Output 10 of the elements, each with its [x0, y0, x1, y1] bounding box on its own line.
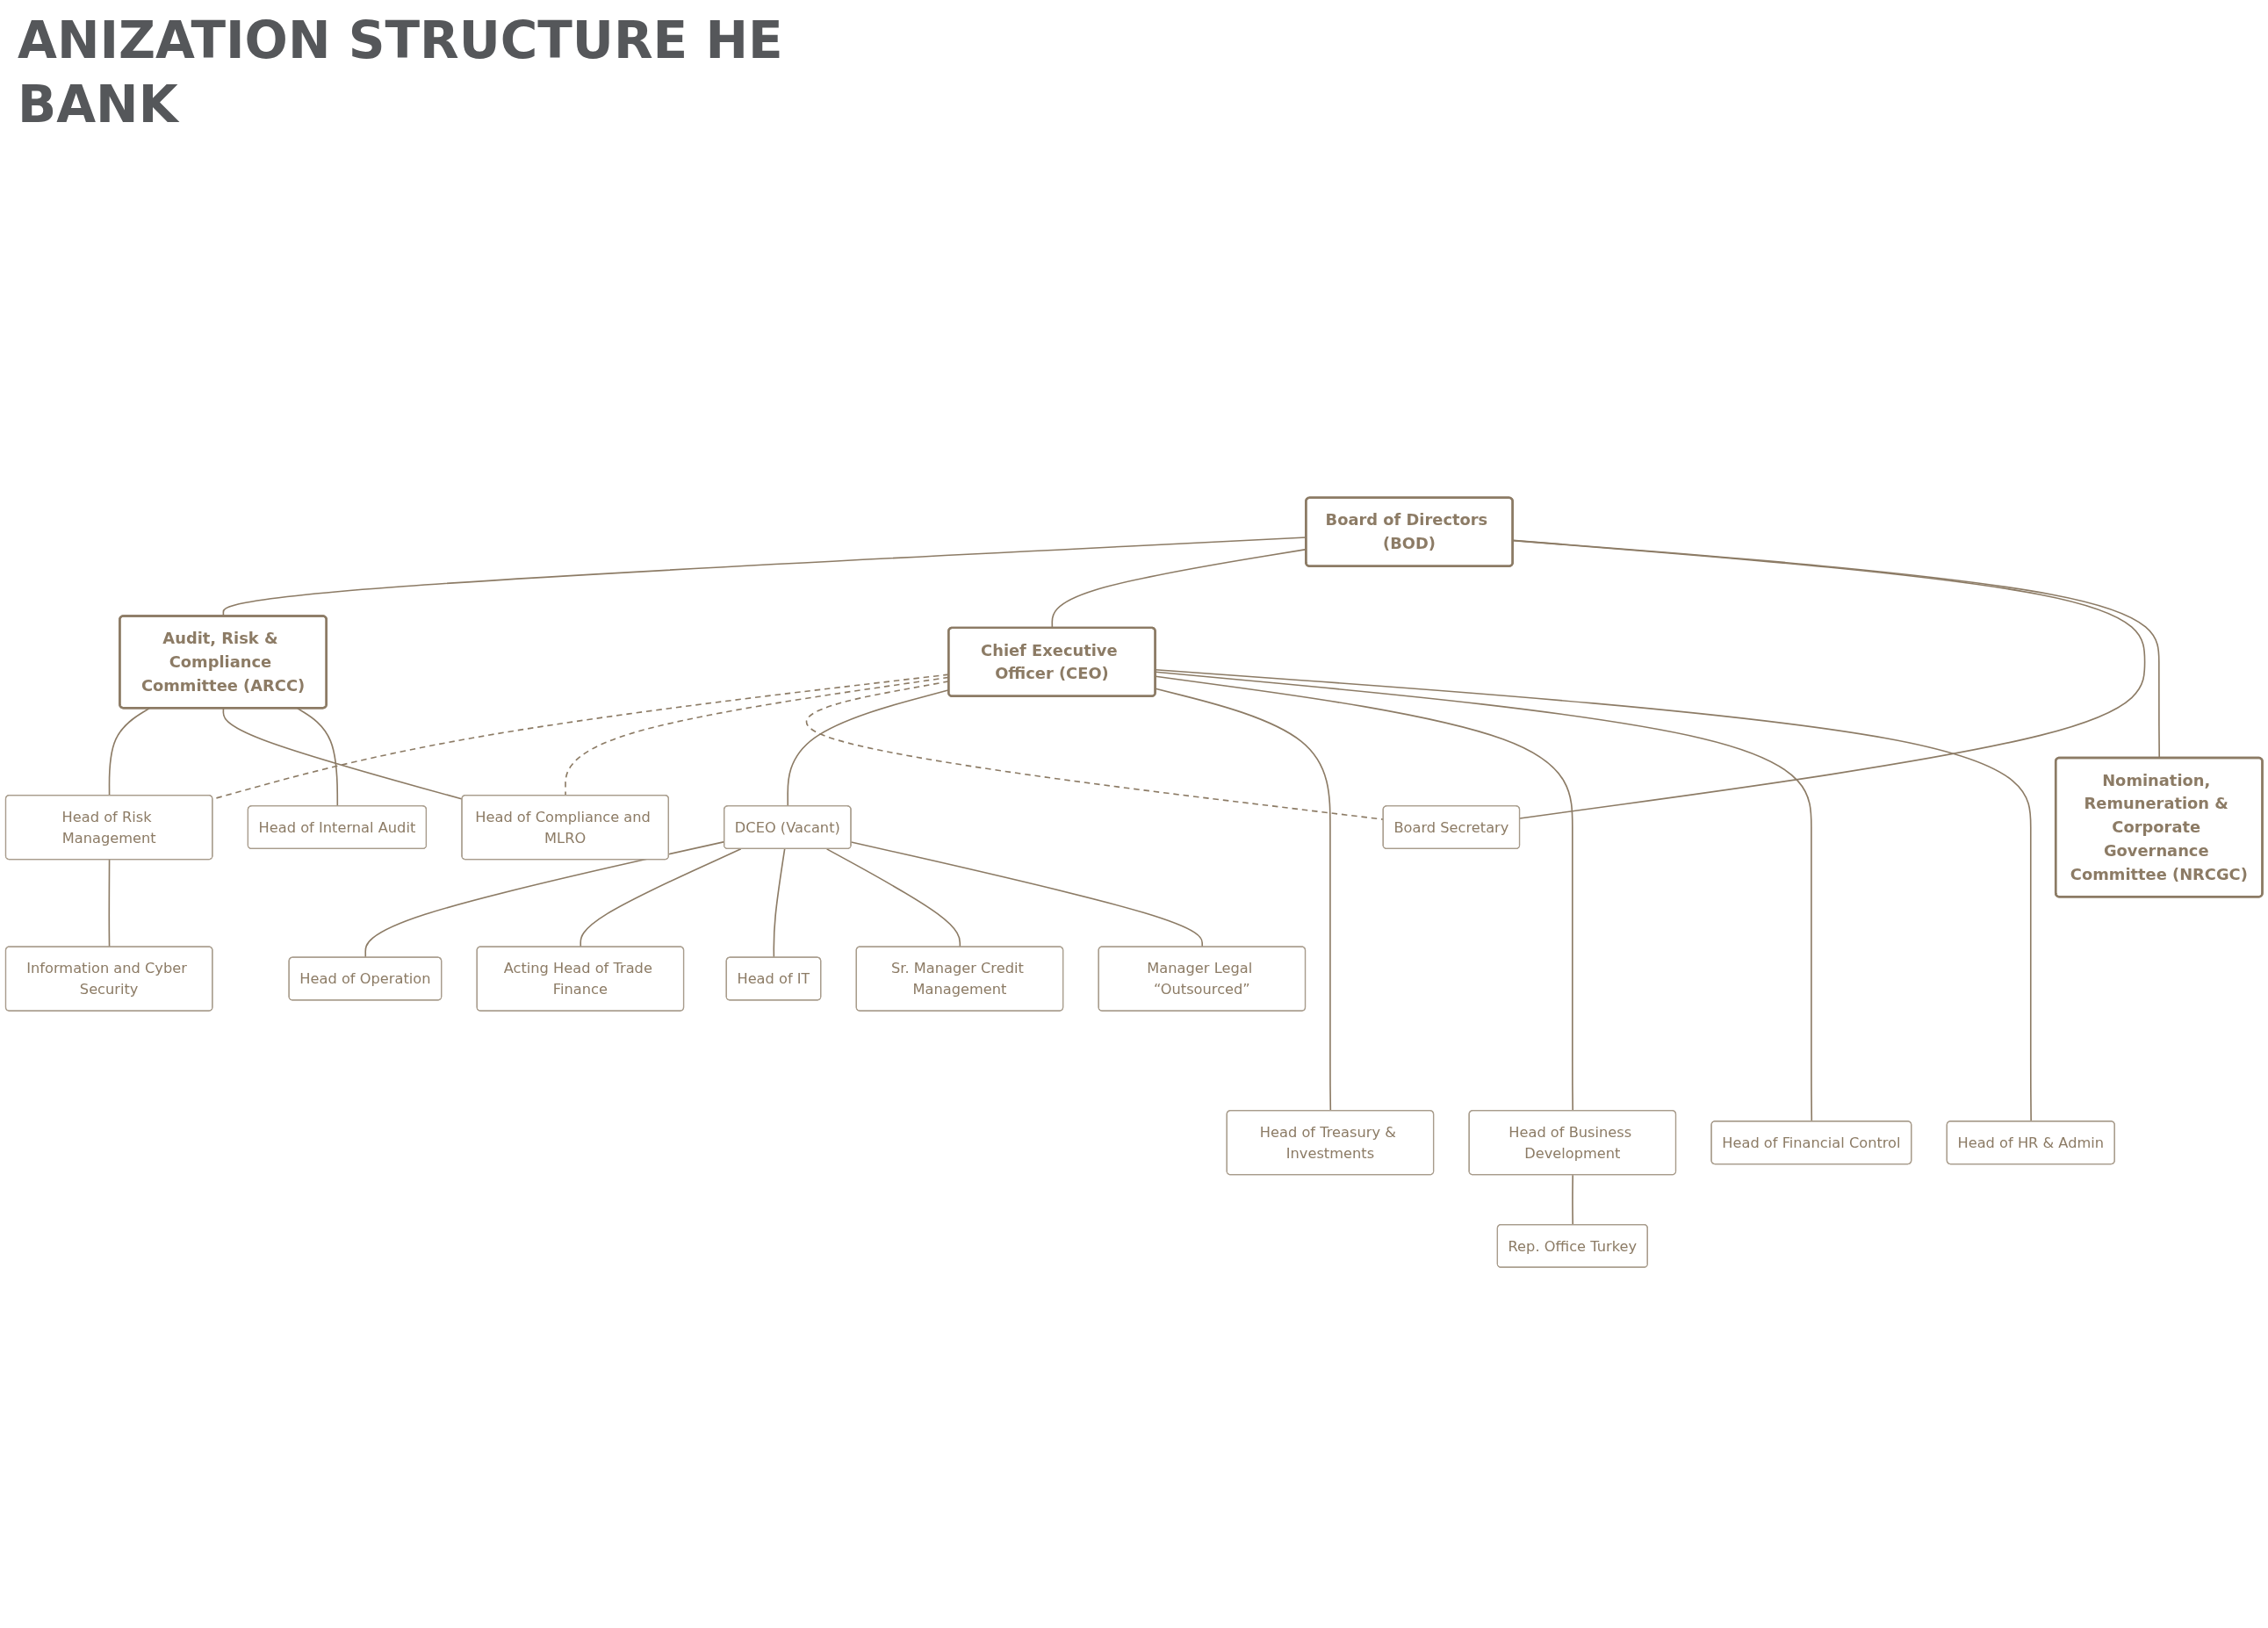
connector	[1155, 675, 1574, 1112]
connector	[1572, 1174, 1574, 1226]
connector	[825, 848, 961, 948]
connector	[773, 848, 786, 959]
connector	[1512, 539, 2146, 819]
title: ANIZATION STRUCTURE HE BANK	[18, 10, 784, 136]
connector	[850, 841, 1204, 948]
connector	[580, 848, 742, 948]
connector	[108, 859, 111, 948]
connector	[1155, 688, 1332, 1112]
